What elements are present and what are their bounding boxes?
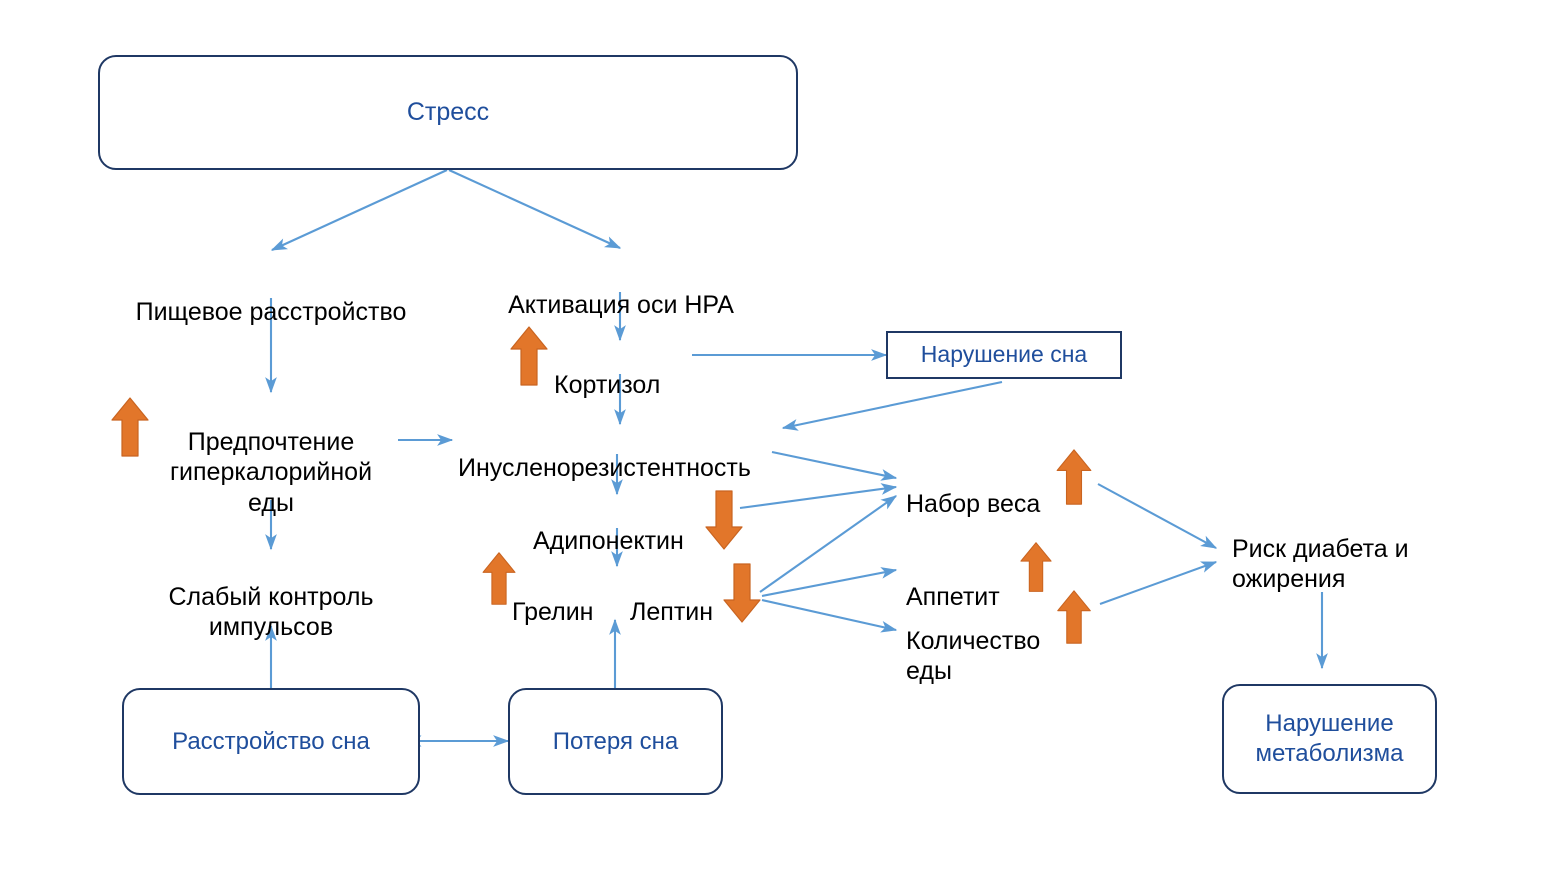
increase-indicator-food-amount [1054,589,1094,645]
decrease-indicator-adiponectin [704,489,744,551]
edge-sleep-disturbance-to-insulin-resistance [781,380,1003,431]
increase-indicator-weight-gain [1054,448,1094,506]
node-metabolic-disorder[interactable]: Нарушение метаболизма [1222,684,1437,794]
node-sleep-loss[interactable]: Потеря сна [508,688,723,795]
node-sleep-disturbance-label: Нарушение сна [920,341,1088,368]
edge-stress-to-eating-disorder [270,169,448,251]
node-ghrelin-label: Грелин [512,597,594,626]
increase-indicator-ghrelin [480,551,518,606]
node-eating-disorder-label: Пищевое расстройство [135,297,407,326]
node-food-amount-label: Количество еды [906,626,1041,686]
node-insulin-resistance-label: Инусленорезистентность [458,453,751,482]
node-stress-label: Стресс [406,97,490,126]
node-stress[interactable]: Стресс [98,55,798,170]
node-appetite[interactable]: Аппетит [906,551,1056,612]
node-diabetes-risk[interactable]: Риск диабета и ожирения [1232,503,1482,595]
node-food-amount[interactable]: Количество еды [906,595,1076,687]
node-impulse-control[interactable]: Слабый контроль импульсов [136,551,406,643]
node-hpa-activation-label: Активация оси HPA [508,290,734,319]
edge-food-amount-to-diabetes-risk [1099,561,1218,605]
node-metabolic-disorder-label: Нарушение метаболизма [1255,710,1404,767]
node-sleep-disorder-label: Расстройство сна [172,727,370,755]
decrease-indicator-leptin [722,562,762,624]
node-hypercaloric-preference-label: Предпочтение гиперкалорийной еды [169,427,373,517]
node-diabetes-risk-label: Риск диабета и ожирения [1232,534,1409,594]
node-ghrelin[interactable]: Грелин [512,566,632,627]
node-cortisol[interactable]: Кортизол [554,339,754,400]
node-adiponectin[interactable]: Адипонектин [533,495,723,556]
node-hpa-activation[interactable]: Активация оси HPA [490,259,752,320]
increase-indicator-hypercaloric-preference [110,396,150,458]
node-weight-gain[interactable]: Набор веса [906,458,1086,519]
edge-weight-gain-to-diabetes-risk [1097,483,1218,549]
edge-leptin-to-appetite [761,567,898,598]
increase-indicator-cortisol [509,325,549,387]
node-cortisol-label: Кортизол [554,370,661,399]
node-weight-gain-label: Набор веса [906,489,1041,518]
node-adiponectin-label: Адипонектин [533,526,684,555]
node-appetite-label: Аппетит [906,582,1000,611]
node-sleep-disturbance[interactable]: Нарушение сна [886,331,1122,379]
edge-leptin-to-food-amount [761,598,898,633]
node-insulin-resistance[interactable]: Инусленорезистентность [458,422,798,483]
edge-leptin-to-weight-gain [759,495,898,593]
node-eating-disorder[interactable]: Пищевое расстройство [110,266,432,327]
edge-stress-to-hpa [448,169,622,249]
edge-adiponectin-to-weight-gain [739,483,898,510]
node-hypercaloric-preference[interactable]: Предпочтение гиперкалорийной еды [152,396,390,518]
node-leptin-label: Лептин [630,597,714,626]
node-sleep-disorder[interactable]: Расстройство сна [122,688,420,795]
increase-indicator-appetite [1017,541,1055,593]
node-sleep-loss-label: Потеря сна [552,727,679,755]
node-leptin[interactable]: Лептин [630,566,750,627]
node-impulse-control-label: Слабый контроль импульсов [168,582,374,642]
